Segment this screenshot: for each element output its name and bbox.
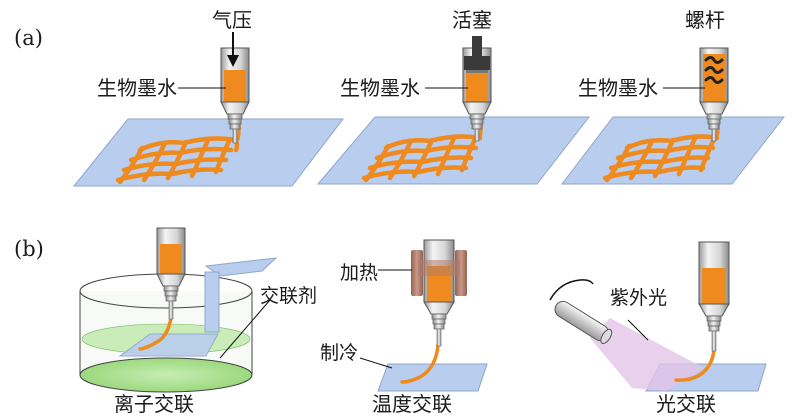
syringe — [698, 241, 730, 352]
piston-extrusion: 活塞 生物墨水 — [316, 8, 591, 185]
bioink-label: 生物墨水 — [578, 76, 658, 100]
printed-grid — [361, 134, 483, 183]
photo-crosslinking: 紫外光 光交联 — [549, 241, 767, 416]
lamp-cable — [549, 279, 594, 301]
printed-grid — [115, 136, 240, 185]
substrate — [377, 363, 488, 392]
uv-lamp — [549, 279, 613, 345]
panel-a-label: (a) — [14, 26, 43, 50]
leader-line — [359, 357, 393, 369]
drive-label: 活塞 — [452, 8, 492, 32]
photo-caption: 光交联 — [656, 392, 716, 416]
printed-filament — [674, 348, 716, 382]
screw-extrusion: 螺杆 生物墨水 — [560, 8, 786, 185]
piston — [464, 36, 490, 73]
uv-label: 紫外光 — [610, 287, 667, 309]
leader-line — [219, 299, 271, 359]
heater-jacket — [411, 250, 467, 296]
pneumatic-extrusion: 气压 生物墨水 — [72, 8, 345, 187]
bioink-reservoir — [466, 72, 488, 102]
thermal-crosslinking: 加热 制冷 温度交联 — [320, 239, 488, 416]
thermal-caption: 温度交联 — [372, 392, 452, 416]
substrate — [316, 116, 591, 185]
heating-label: 加热 — [340, 262, 378, 284]
ionic-caption: 离子交联 — [114, 392, 194, 416]
screw-icon — [704, 56, 724, 84]
bioink-label: 生物墨水 — [97, 76, 177, 100]
crosslinker-label: 交联剂 — [260, 285, 317, 307]
bioink-reservoir — [224, 70, 246, 102]
syringe — [156, 227, 186, 320]
panel-b-label: (b) — [14, 237, 44, 261]
syringe — [423, 239, 455, 347]
printed-filament — [138, 316, 173, 351]
ionic-crosslinking: 交联剂 离子交联 — [79, 227, 317, 416]
bioink-label: 生物墨水 — [340, 76, 420, 100]
leader-line — [627, 319, 649, 341]
cooling-label: 制冷 — [320, 342, 358, 364]
drive-label: 气压 — [212, 8, 252, 32]
uv-beam — [590, 318, 704, 391]
printed-filament — [400, 343, 440, 384]
drive-label: 螺杆 — [685, 8, 725, 32]
substrate — [72, 118, 345, 187]
substrate — [118, 333, 219, 357]
printed-grid — [602, 134, 720, 183]
